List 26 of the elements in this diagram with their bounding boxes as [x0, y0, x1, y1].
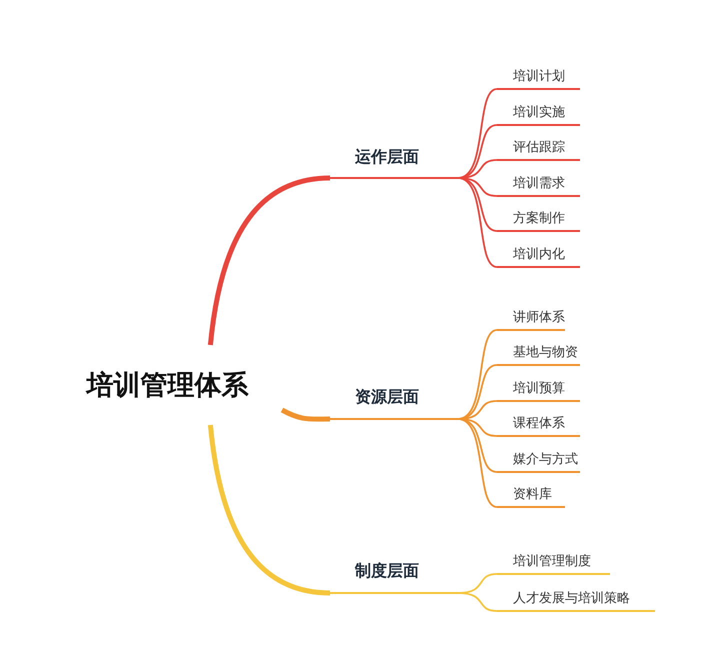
branch-line: [280, 408, 330, 422]
branch-topic: 制度层面: [330, 557, 458, 594]
subtopic: 培训实施: [497, 100, 580, 126]
subtopic: 培训计划: [497, 64, 580, 90]
subtopic: 评估跟踪: [497, 135, 580, 161]
branch-line: [458, 592, 498, 612]
branch-line: [458, 418, 498, 473]
branch-topic: 资源层面: [330, 383, 458, 420]
subtopic: 培训管理制度: [497, 549, 610, 575]
subtopic: 资料库: [497, 482, 565, 508]
subtopic: 方案制作: [497, 206, 580, 232]
central-topic: 培训管理体系: [70, 345, 265, 425]
branch-line: [208, 176, 330, 346]
subtopic: 培训预算: [497, 376, 580, 402]
subtopic: 培训内化: [497, 242, 580, 268]
subtopic: 基地与物资: [497, 340, 580, 366]
branch-line: [458, 418, 498, 508]
subtopic: 媒介与方式: [497, 447, 580, 473]
branch-line: [458, 177, 498, 232]
subtopic: 培训需求: [497, 171, 580, 197]
subtopic: 讲师体系: [497, 305, 565, 331]
subtopic: 课程体系: [497, 411, 580, 437]
branch-topic: 运作层面: [330, 143, 458, 179]
branch-line: [208, 424, 330, 596]
subtopic: 人才发展与培训策略: [497, 586, 655, 612]
branch-line: [458, 177, 498, 268]
